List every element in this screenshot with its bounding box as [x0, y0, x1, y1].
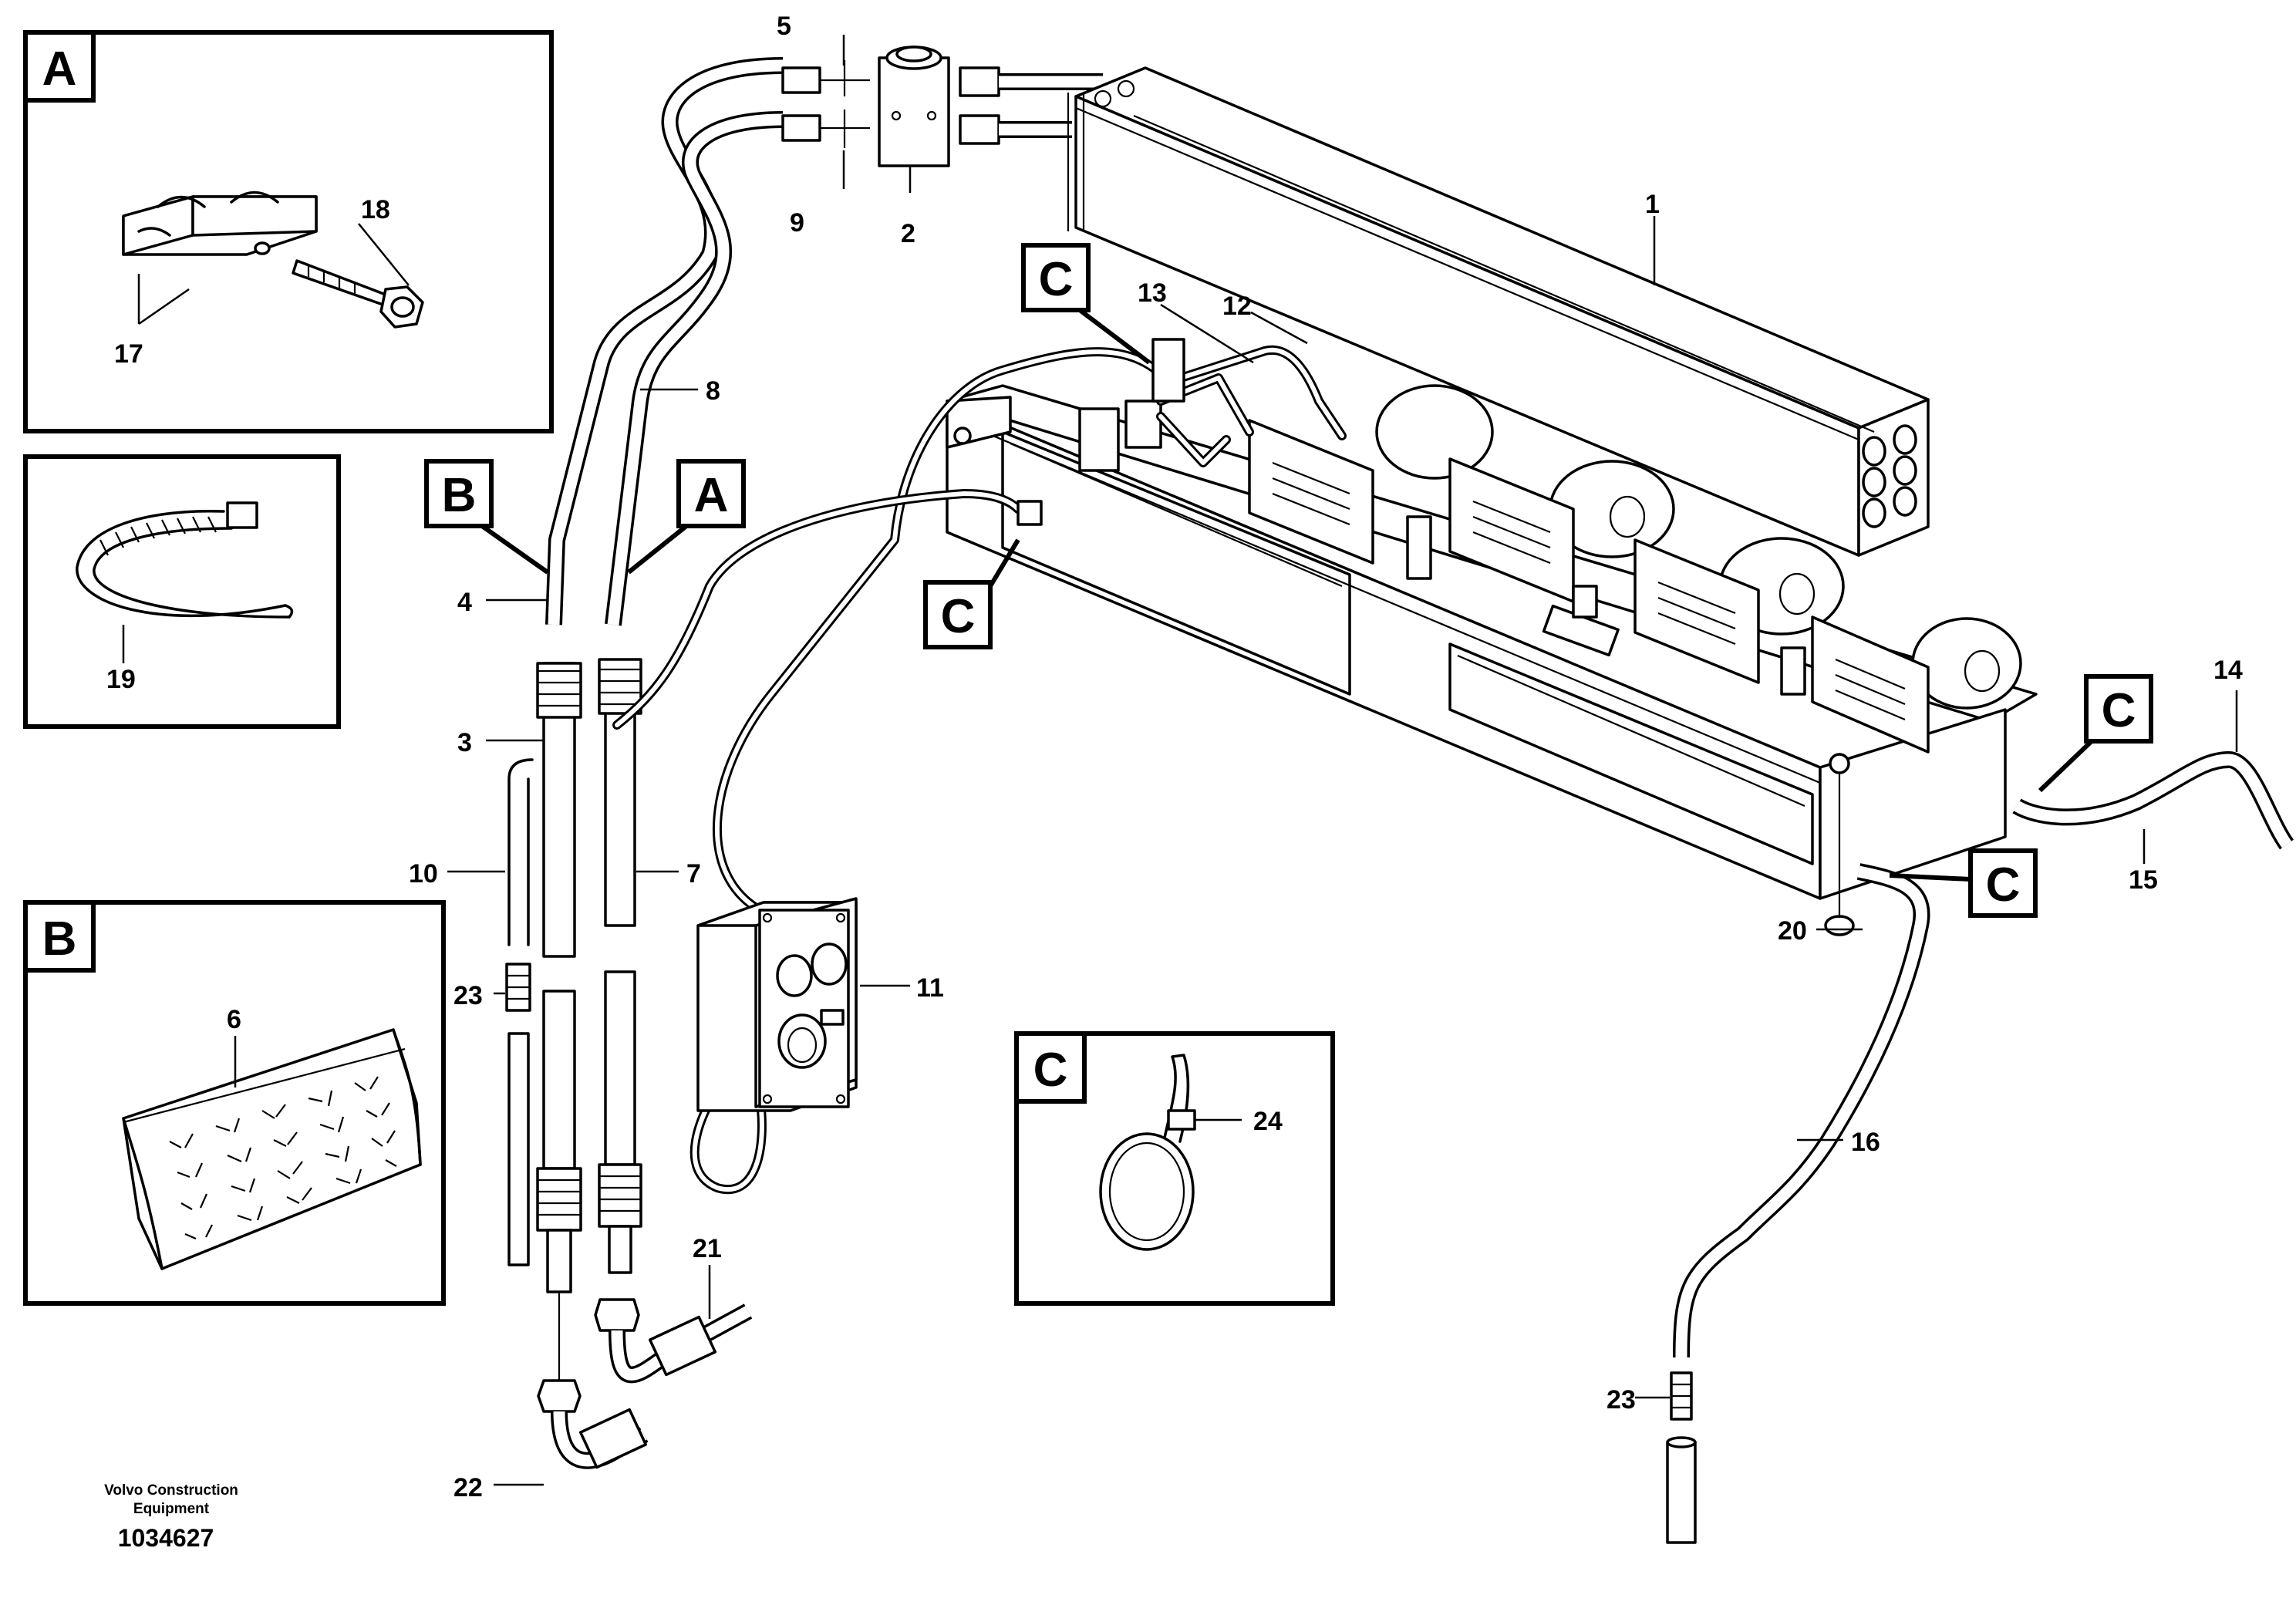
label-2: 2: [901, 219, 915, 248]
fittings-right: [959, 66, 1103, 145]
clamp-block: [122, 191, 318, 256]
label-23-left: 23: [453, 981, 483, 1010]
label-24: 24: [1253, 1107, 1283, 1136]
label-15: 15: [2129, 865, 2158, 895]
fitting-21-22: [551, 1303, 753, 1469]
hose-3: [536, 662, 582, 1413]
label-13: 13: [1138, 278, 1167, 308]
publisher-line-2: Equipment: [133, 1501, 210, 1517]
detail-a-letter: A: [42, 42, 77, 96]
label-22: 22: [453, 1473, 483, 1502]
label-16: 16: [1851, 1128, 1880, 1157]
label-12: 12: [1222, 292, 1252, 321]
motor-brackets: [1248, 419, 1930, 754]
label-5: 5: [777, 12, 791, 41]
detail-panel-a: A 18 17: [23, 30, 554, 433]
electrical-harness: [612, 338, 1347, 1195]
evaporator-core: [1067, 66, 1930, 557]
label-7: 7: [686, 859, 701, 889]
label-11: 11: [916, 973, 944, 1003]
diagram-id: 1034627: [118, 1524, 214, 1552]
blower-wheels: [1375, 384, 2022, 710]
heater-box: [946, 384, 2038, 936]
detail-panel-c: C 24: [1014, 1031, 1335, 1306]
detail-b-letter: B: [42, 912, 77, 966]
label-3: 3: [457, 728, 472, 757]
label-23-right: 23: [1607, 1385, 1636, 1415]
bolt: [292, 259, 424, 329]
callout-c-bottom-letter: C: [1986, 858, 2021, 912]
pipe-10: [505, 758, 534, 1266]
callout-c-left: C: [923, 538, 1020, 649]
fittings-left: [781, 60, 870, 148]
label-17: 17: [114, 339, 143, 369]
hose-7: [594, 658, 642, 1332]
label-14: 14: [2213, 656, 2243, 685]
label-8: 8: [706, 376, 720, 406]
insulation-texture: [169, 1076, 397, 1240]
part-leaders: [447, 35, 2238, 1486]
hose-8-upper: [605, 111, 784, 626]
detail-panel-cable-tie: 19: [23, 454, 341, 729]
label-6: 6: [227, 1005, 241, 1034]
callout-b-main-letter: B: [442, 469, 477, 522]
label-4: 4: [457, 588, 472, 617]
detail-panel-b: B 6: [23, 900, 446, 1306]
callout-a-main: A: [627, 459, 746, 575]
label-18: 18: [361, 195, 390, 224]
callout-c-top: C: [1021, 243, 1151, 365]
label-19: 19: [106, 665, 136, 694]
callout-c-top-letter: C: [1039, 253, 1074, 306]
detail-c-letter: C: [1033, 1044, 1068, 1097]
callout-a-main-letter: A: [694, 469, 729, 522]
label-21: 21: [693, 1234, 722, 1263]
drain-hoses: [1666, 751, 2294, 1544]
callout-c-right: C: [2038, 674, 2153, 793]
label-10: 10: [409, 859, 438, 889]
expansion-valve: [878, 46, 950, 167]
callout-b-main: B: [424, 459, 549, 575]
publisher-line-1: Volvo Construction: [104, 1482, 238, 1499]
callout-c-bottom: C: [1889, 848, 2038, 918]
label-9: 9: [790, 208, 804, 238]
evaporator-tube-ends: [1862, 424, 1917, 528]
label-1: 1: [1645, 190, 1660, 219]
callout-c-right-letter: C: [2102, 684, 2136, 737]
label-20: 20: [1778, 916, 1807, 946]
callout-c-left-letter: C: [941, 590, 976, 643]
control-panel: [696, 897, 858, 1112]
